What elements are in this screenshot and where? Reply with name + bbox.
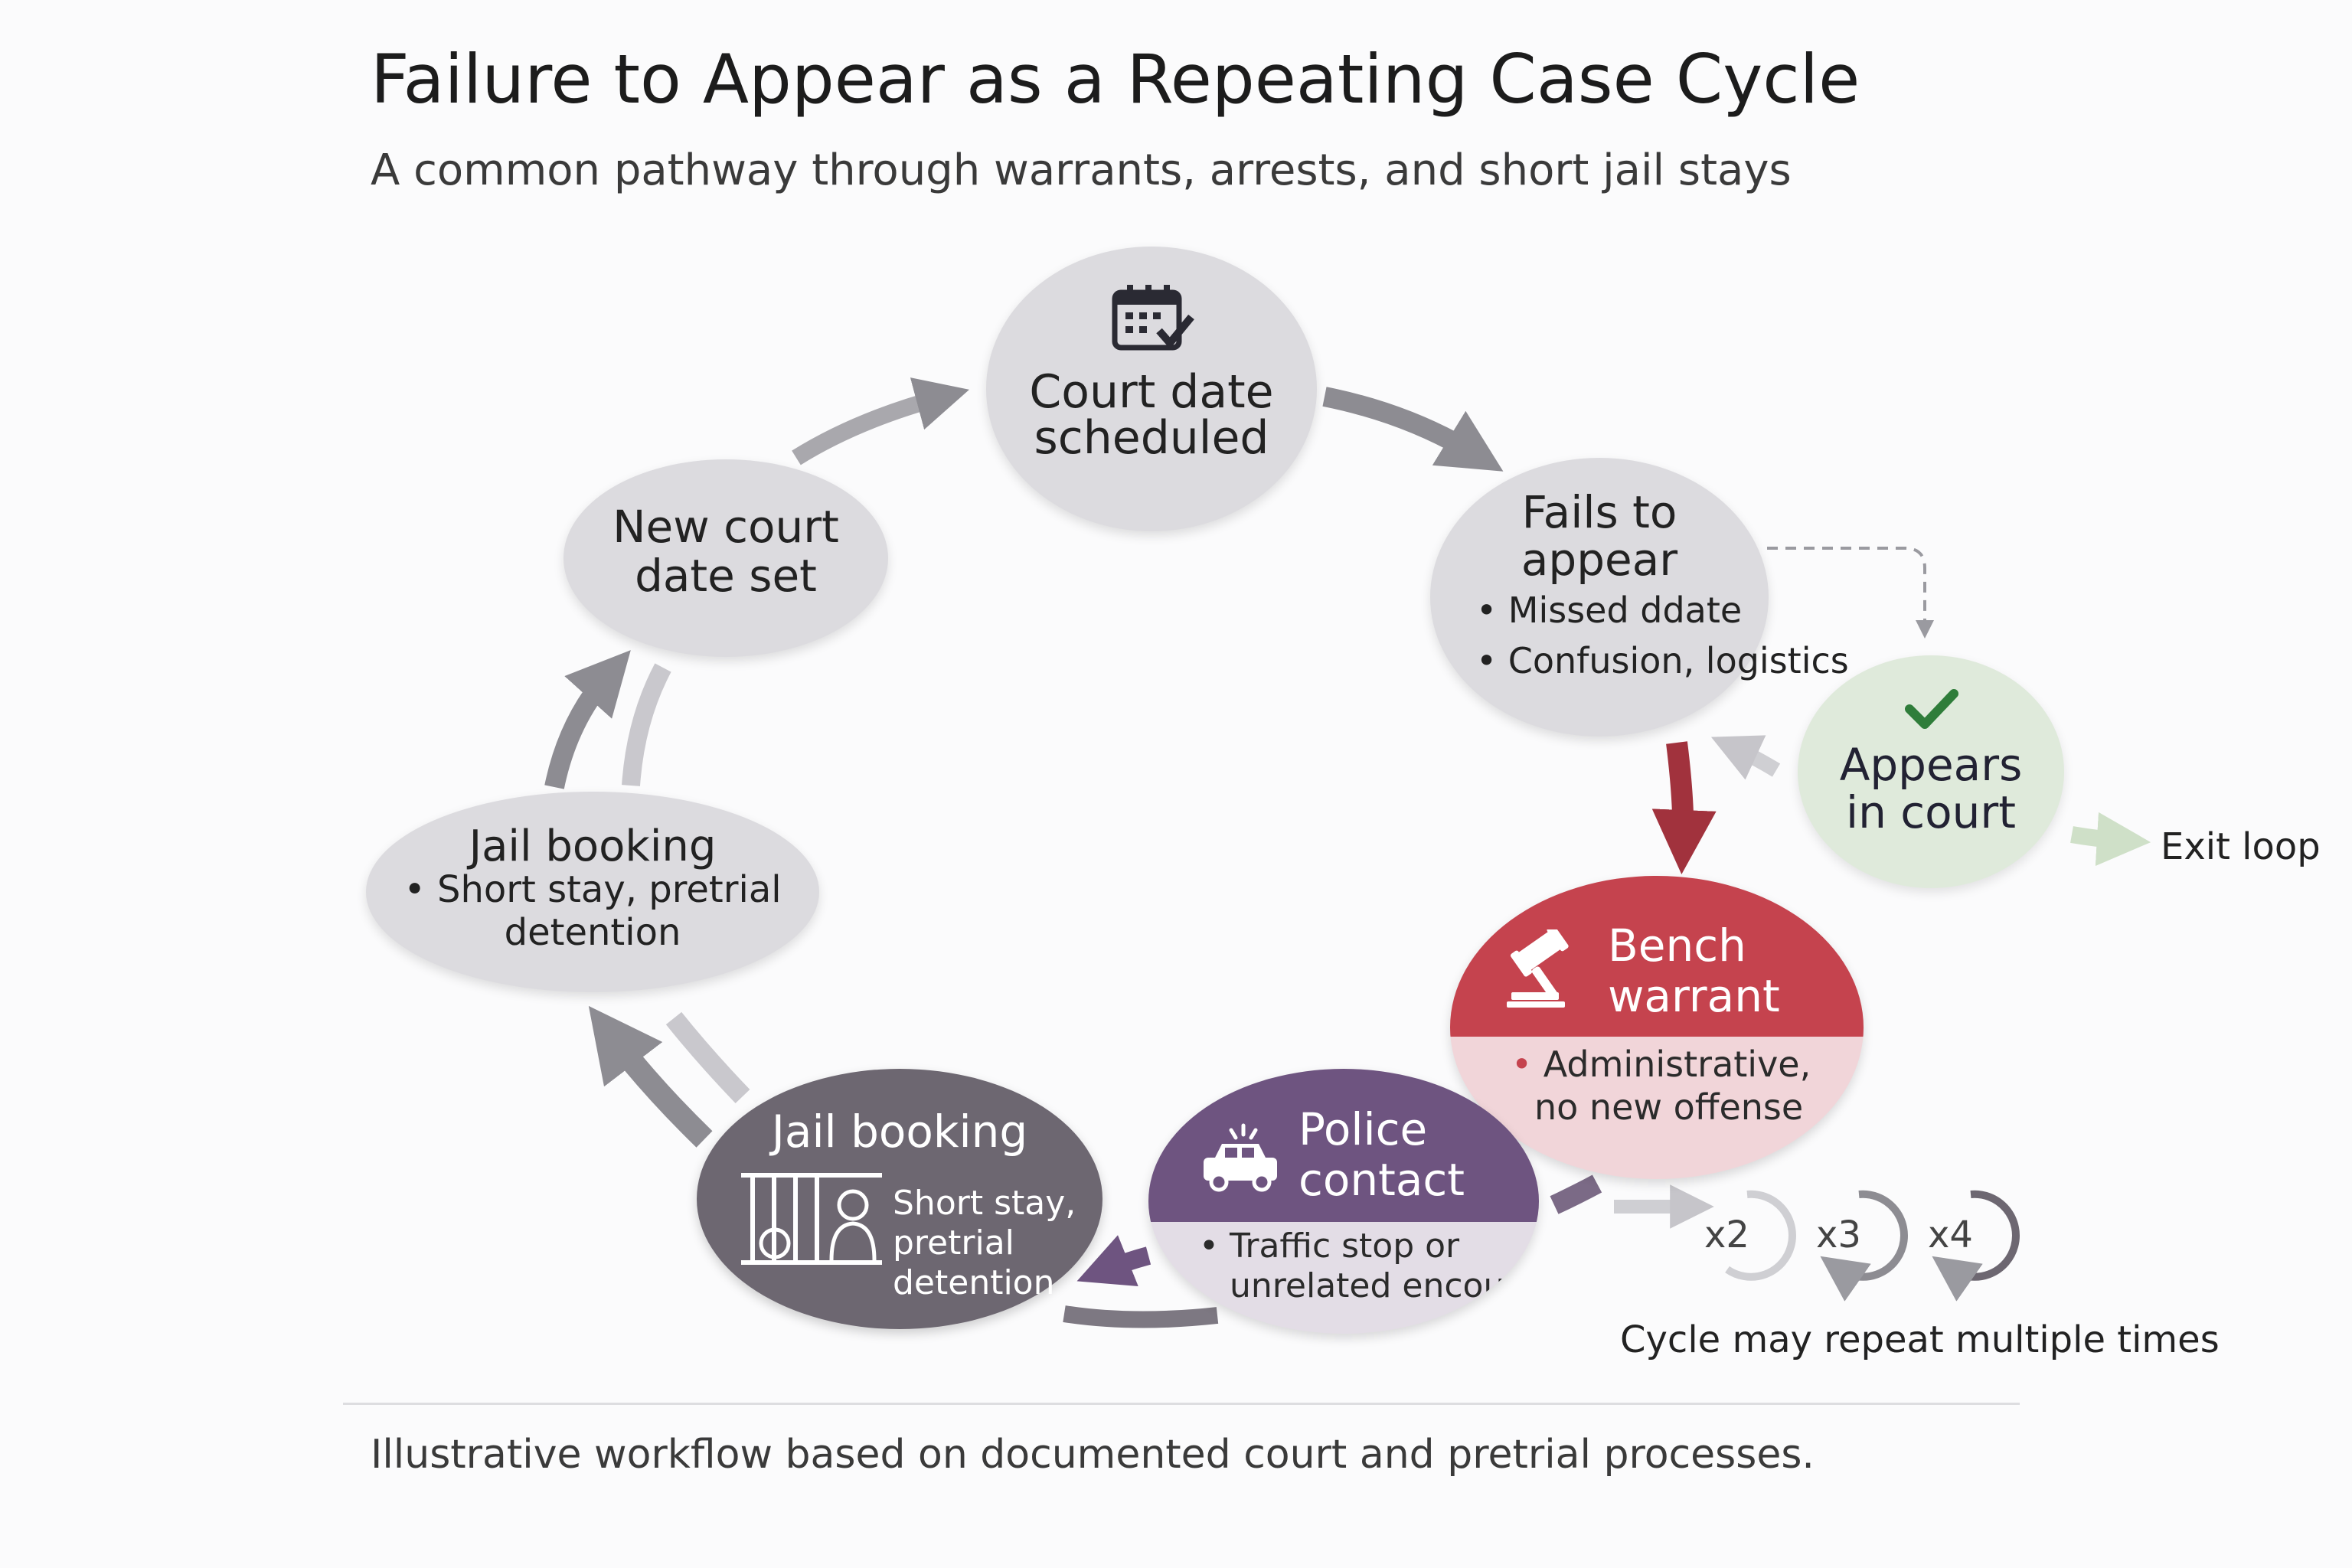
jail-booking-2-desc-line1: Short stay,: [893, 1184, 1076, 1223]
jail-booking-1-bullet-line2: detention: [504, 911, 681, 954]
police-contact-header: [1148, 1069, 1539, 1222]
arrow-appears-to-exit: [2070, 812, 2151, 867]
police-desc-line1: • Traffic stop or: [1199, 1227, 1460, 1266]
jail-bars-icon: [741, 1173, 882, 1265]
jail-booking-2-desc-line3: detention: [893, 1263, 1055, 1302]
page-subtitle: A common pathway through warrants, arres…: [371, 145, 1792, 195]
police-line2: contact: [1298, 1154, 1465, 1206]
cycle-arc-x3: [1820, 1190, 1908, 1302]
cycle-arc-x2: [1725, 1190, 1796, 1281]
check-icon: [1905, 689, 1958, 729]
arrow-newdate-to-court: [792, 377, 970, 466]
arrow-jail2-bottom: [1063, 1305, 1219, 1328]
court-date-line2: scheduled: [1034, 411, 1269, 465]
calendar-check-icon: [1112, 285, 1194, 351]
bench-line1: Bench: [1608, 920, 1746, 972]
dashed-fails-to-appears: [1767, 547, 1934, 639]
court-date-line1: Court date: [1029, 365, 1274, 419]
fails-bullet-missed-date: • Missed ddate: [1476, 590, 1743, 631]
node-appears-in-court: Appears in court: [1798, 655, 2064, 888]
appears-line2: in court: [1845, 786, 2017, 838]
arrow-appears-to-fails: [1710, 735, 1781, 780]
arrow-jail1-to-newdate-b: [622, 663, 671, 786]
jail-booking-1-bullet-line1: • Short stay, pretrial: [403, 868, 782, 911]
arrow-jail1-to-newdate-a: [544, 650, 631, 789]
arrow-fails-to-warrant: [1651, 741, 1717, 874]
repeat-multiplier-x2: x2: [1690, 1193, 1798, 1277]
police-desc-line2: unrelated encounter: [1230, 1266, 1539, 1305]
footer-divider: [343, 1403, 2020, 1405]
node-fails-to-appear: Fails to appear • Missed ddate • Confusi…: [1430, 458, 1849, 737]
new-court-date-line1: New court: [612, 501, 839, 553]
gavel-icon: [1507, 929, 1569, 1008]
node-jail-booking-dark: Jail booking Short stay, pretrial detent…: [697, 1069, 1102, 1329]
cycle-arc-x4: [1932, 1190, 2020, 1302]
node-jail-booking-light: Jail booking • Short stay, pretrial dete…: [366, 792, 819, 992]
page-title: Failure to Appear as a Repeating Case Cy…: [371, 40, 1860, 119]
appears-line1: Appears: [1839, 739, 2023, 791]
multiplier-x3-label: x3: [1816, 1214, 1861, 1256]
node-court-date-scheduled: Court date scheduled: [986, 247, 1317, 531]
repeat-multiplier-x3: x3: [1802, 1193, 1909, 1277]
bench-line2: warrant: [1608, 970, 1780, 1022]
multiplier-x2-label: x2: [1704, 1214, 1749, 1256]
arrow-warrant-to-police: [1550, 1174, 1602, 1214]
node-police-contact: Police contact • Traffic stop or unrelat…: [1148, 1069, 1539, 1334]
repeat-caption: Cycle may repeat multiple times: [1620, 1318, 2220, 1361]
node-new-court-date-set: New court date set: [564, 459, 888, 657]
police-line1: Police: [1298, 1103, 1428, 1155]
fails-bullet-confusion: • Confusion, logistics: [1476, 640, 1849, 681]
exit-loop-label: Exit loop: [2161, 825, 2321, 868]
arrow-jail2-to-jail1-b: [665, 1011, 750, 1104]
repeat-multiplier-x4: x4: [1914, 1193, 2021, 1277]
arrow-jail2-to-jail1-a: [588, 1005, 713, 1148]
bench-desc-line2: no new offense: [1534, 1086, 1804, 1128]
fails-line2: appear: [1521, 534, 1678, 586]
bench-desc-line1: Administrative,: [1543, 1044, 1811, 1085]
jail-booking-1-title: Jail booking: [469, 822, 717, 871]
footer-note: Illustrative workflow based on documente…: [371, 1432, 1815, 1478]
arrow-police-to-jail2: [1076, 1235, 1152, 1287]
new-court-date-line2: date set: [635, 550, 817, 602]
jail-booking-2-desc-line2: pretrial: [893, 1223, 1014, 1263]
jail-booking-2-title: Jail booking: [771, 1106, 1028, 1158]
arrow-court-to-fails: [1322, 387, 1504, 472]
fails-line1: Fails to: [1521, 486, 1677, 538]
police-car-icon: [1204, 1123, 1277, 1192]
multiplier-x4-label: x4: [1928, 1214, 1973, 1256]
